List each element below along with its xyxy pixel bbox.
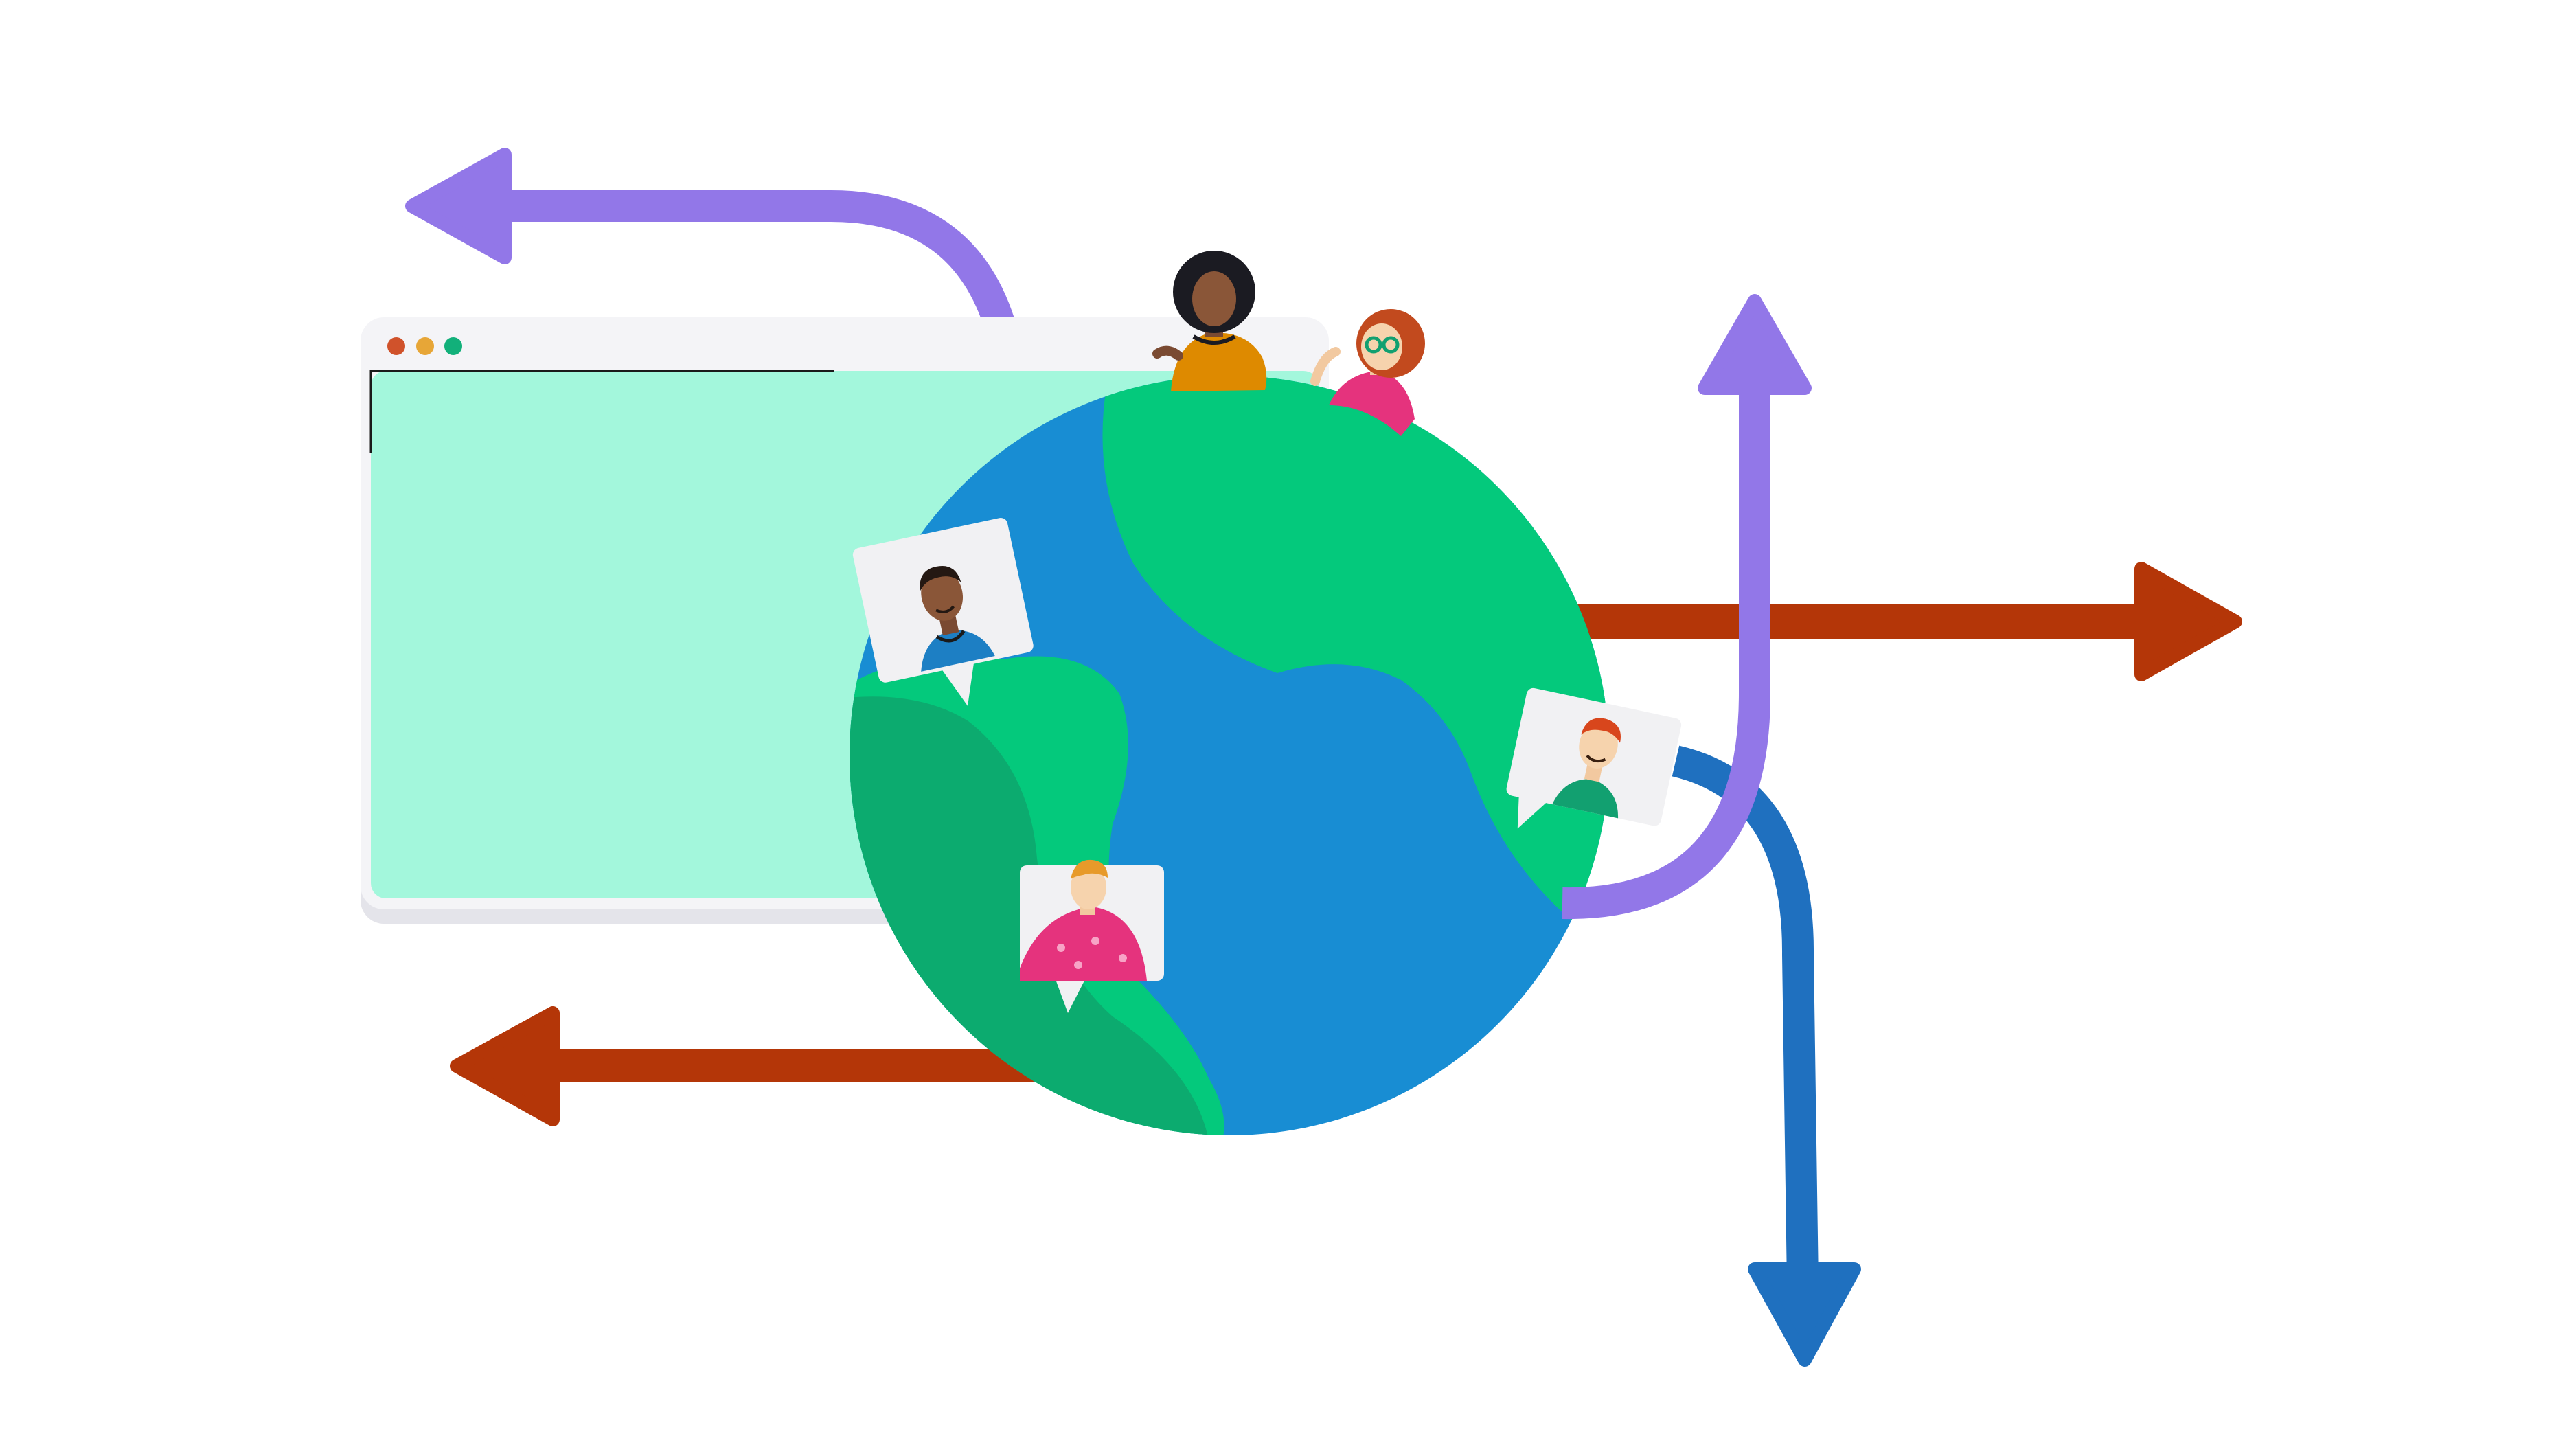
- person-avatar-icon: [1020, 859, 1147, 981]
- arrow-left-purple-icon: [405, 148, 1015, 339]
- person-avatar-icon: [1152, 251, 1267, 391]
- arrow-down-blue-icon: [1672, 745, 1861, 1367]
- person-standing-1: [1152, 251, 1267, 391]
- person-standing-2: [1310, 309, 1425, 436]
- arrow-up-purple-icon: [1562, 294, 1812, 920]
- window-close-dot: [387, 337, 405, 355]
- arrow-left-red-icon: [450, 1006, 1060, 1126]
- window-minimize-dot: [416, 337, 434, 355]
- card-tail: [1517, 795, 1547, 829]
- person-avatar-icon: [1552, 718, 1621, 819]
- video-card-2: [1020, 859, 1164, 1013]
- window-content-edge: [369, 370, 834, 453]
- card-tail: [1056, 979, 1085, 1013]
- card-tail: [942, 662, 974, 706]
- person-avatar-icon: [1310, 309, 1425, 436]
- arrow-right-red-icon: [1511, 562, 2242, 681]
- video-card-1: [852, 518, 1034, 706]
- video-card-3: [1506, 687, 1682, 829]
- window-maximize-dot: [444, 337, 462, 355]
- person-avatar-icon: [920, 566, 995, 672]
